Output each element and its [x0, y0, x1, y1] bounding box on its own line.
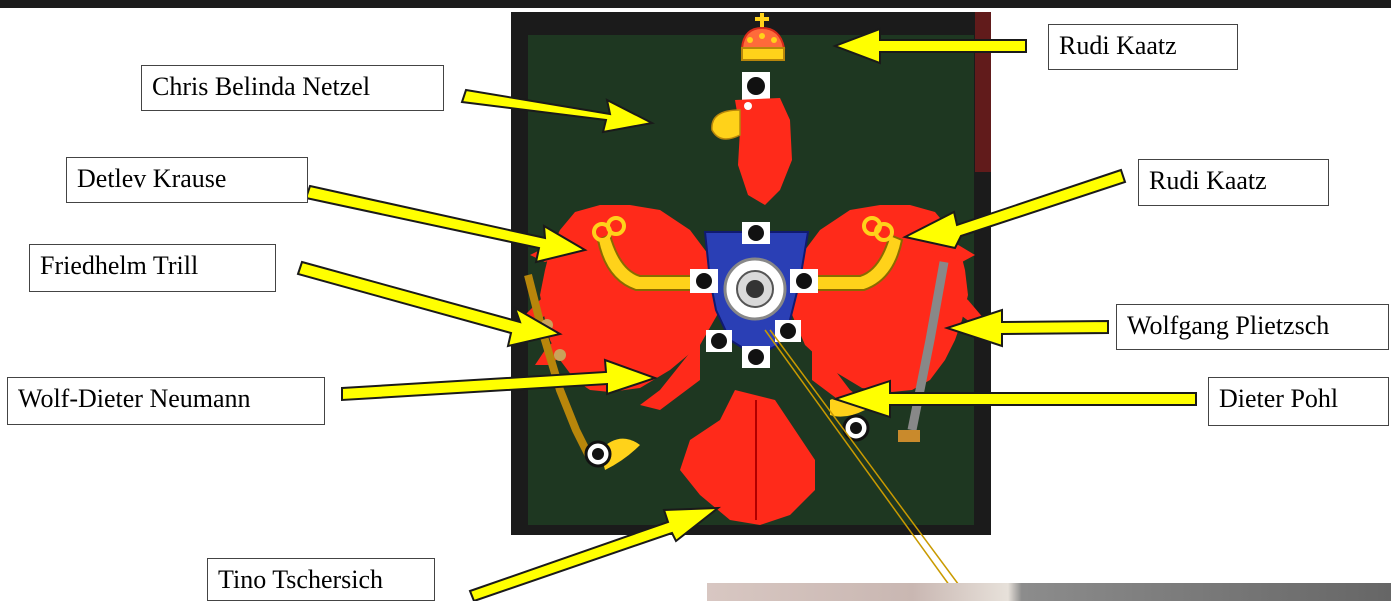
- label-rudi-kaatz-right: Rudi Kaatz: [1138, 159, 1329, 206]
- arrow-scepter: [296, 260, 563, 348]
- label-wolfgang-plietzsch: Wolfgang Plietzsch: [1116, 304, 1389, 350]
- arrow-left-wing: [304, 184, 588, 264]
- scepter: [524, 274, 612, 468]
- arrow-right-claw: [831, 379, 1197, 419]
- eagle-beak: [711, 109, 741, 140]
- label-detlev-krause: Detlev Krause: [66, 157, 308, 203]
- arrow-head: [460, 88, 656, 134]
- eagle-tail: [680, 390, 815, 525]
- bottom-photo-strip: [707, 583, 1391, 601]
- label-rudi-kaatz-top: Rudi Kaatz: [1048, 24, 1238, 70]
- crown: [740, 13, 786, 61]
- top-dark-bar: [0, 0, 1391, 8]
- arrows: [296, 27, 1197, 601]
- arrow-right-wing: [902, 168, 1127, 250]
- label-friedhelm-trill: Friedhelm Trill: [29, 244, 276, 292]
- label-wolf-dieter-neumann: Wolf-Dieter Neumann: [7, 377, 325, 425]
- label-chris-belinda-netzel: Chris Belinda Netzel: [141, 65, 444, 111]
- eagle-head: [735, 98, 792, 205]
- label-tino-tschersich: Tino Tschersich: [207, 558, 435, 601]
- arrow-tail: [468, 506, 722, 601]
- label-dieter-pohl: Dieter Pohl: [1208, 377, 1389, 426]
- arrow-left-claw: [341, 358, 659, 402]
- arrow-sword: [943, 308, 1109, 348]
- arrow-crown: [832, 27, 1027, 65]
